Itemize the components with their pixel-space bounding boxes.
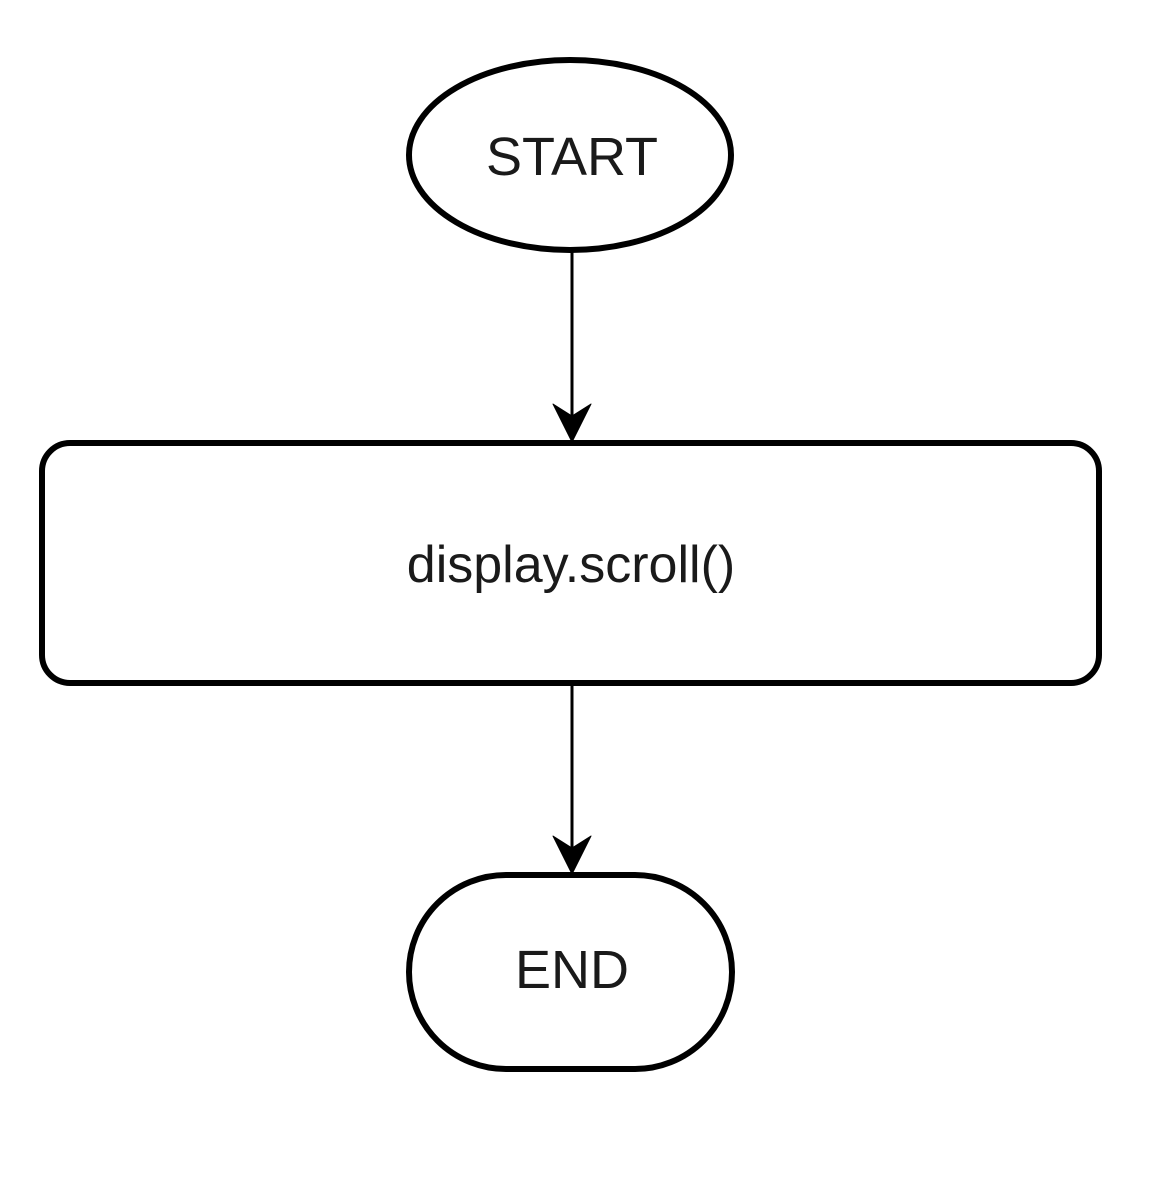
start-node: START — [406, 57, 734, 253]
start-label: START — [486, 127, 658, 187]
arrowhead-icon — [552, 835, 592, 875]
end-shape — [406, 872, 735, 1072]
connector-process-to-end — [552, 686, 592, 875]
end-label: END — [515, 940, 629, 1000]
end-node: END — [406, 872, 735, 1072]
start-shape — [406, 57, 734, 253]
connector-start-to-process — [552, 252, 592, 443]
arrowhead-icon — [552, 403, 592, 443]
process-shape — [39, 440, 1102, 686]
process-node: display.scroll() — [39, 440, 1102, 686]
process-label: display.scroll() — [407, 536, 735, 594]
